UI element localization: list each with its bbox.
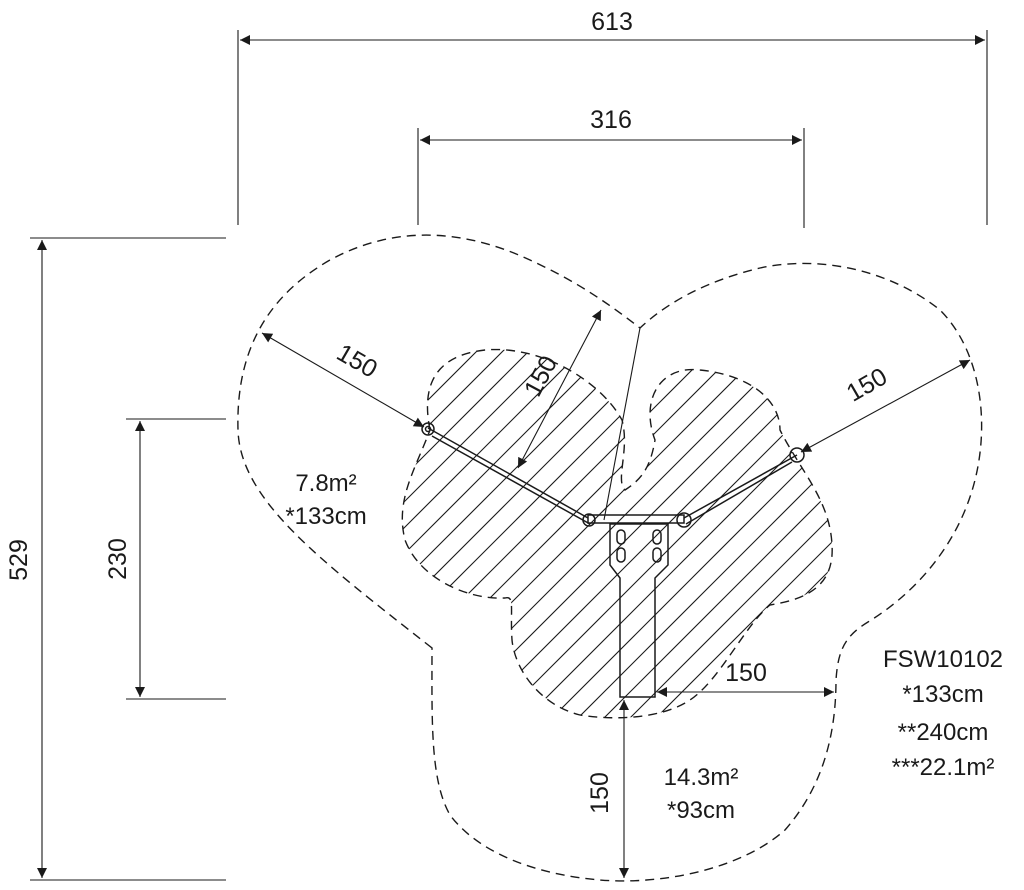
- hatch-line: [483, 349, 833, 718]
- hatch-line: [0, 340, 306, 760]
- hatch-line: [402, 349, 645, 718]
- dim-overall-height: 529: [5, 539, 33, 581]
- hatch-line: [402, 349, 619, 718]
- dim-radius-bottom-horizontal: 150: [725, 659, 767, 687]
- hatch-line: [1004, 340, 1024, 760]
- legend-code: FSW10102: [883, 646, 1003, 673]
- legend-line-1: *133cm: [902, 681, 983, 708]
- zone-divider-line: [603, 327, 641, 521]
- zone-left-height: *133cm: [285, 503, 366, 530]
- zone-left-area: 7.8m²: [295, 470, 356, 497]
- hatch-line: [402, 349, 411, 718]
- hatch-line: [402, 349, 723, 718]
- dim-radius-right: 150: [842, 363, 892, 408]
- zone-bottom-area: 14.3m²: [664, 764, 739, 791]
- hatch-line: [402, 349, 567, 718]
- dim-radius-upper-left: 150: [332, 339, 382, 384]
- legend-line-2: **240cm: [898, 719, 989, 746]
- extension-lines: [30, 30, 988, 881]
- dim-radius-bottom-vertical: 150: [586, 772, 614, 814]
- dim-line-radius-upper-left: [261, 332, 425, 428]
- hatch-line: [402, 349, 515, 718]
- hatch-line: [402, 349, 541, 718]
- hatch-line: [535, 349, 833, 718]
- legend-line-3: ***22.1m²: [892, 754, 995, 781]
- hatch-line: [769, 349, 833, 718]
- zone-bottom-height: *93cm: [667, 797, 735, 824]
- hatch-line: [402, 349, 775, 718]
- hatch-line: [402, 349, 749, 718]
- dim-overall-width: 613: [591, 8, 633, 36]
- dim-left-offset: 230: [104, 538, 132, 580]
- hatch-line: [402, 349, 437, 718]
- safety-zone-outline: [237, 234, 983, 882]
- hatch-line: [405, 349, 827, 718]
- impact-area-hatching: [0, 340, 1024, 760]
- hatch-line: [0, 340, 384, 760]
- impact-area-outline: [401, 348, 833, 719]
- hatch-line: [0, 340, 358, 760]
- dim-line-radius-right: [800, 359, 971, 453]
- hatch-line: [0, 340, 332, 760]
- dim-line-radius-upper-mid: [517, 309, 602, 469]
- hatch-line: [402, 349, 801, 718]
- dim-inner-width: 316: [590, 106, 632, 134]
- hatch-line: [561, 349, 833, 718]
- hatch-line: [978, 340, 1024, 760]
- swing-equipment: [421, 422, 805, 698]
- hatch-line: [509, 349, 833, 718]
